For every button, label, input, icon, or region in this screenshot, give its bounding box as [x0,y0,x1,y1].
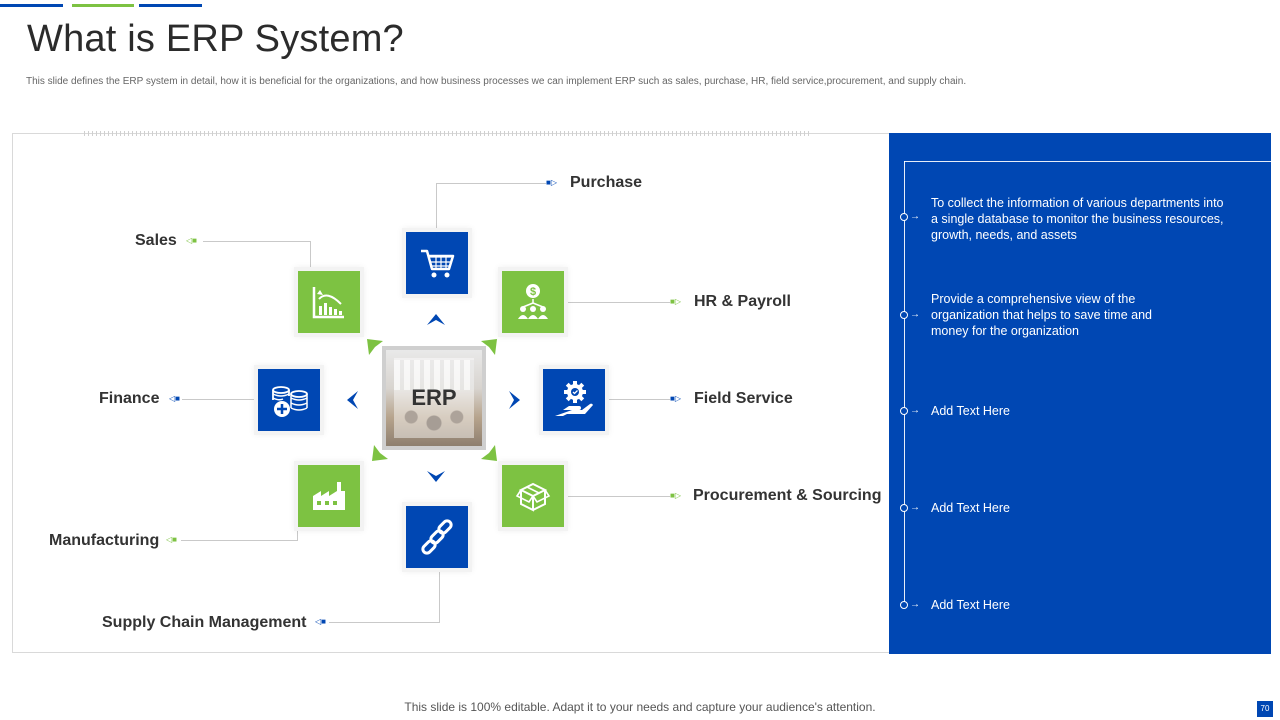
page-subtitle: This slide defines the ERP system in det… [26,76,967,87]
footer-note: This slide is 100% editable. Adapt it to… [404,700,876,714]
marker-hr: ■▷ [670,297,681,306]
label-manufacturing: Manufacturing [49,532,160,549]
timeline-arrow-icon: → [910,502,920,513]
timeline-arrow-icon: → [910,405,920,416]
marker-finance: ◁■ [169,394,180,403]
connector-supply-h [329,622,439,623]
timeline-dot [900,311,908,319]
chevron-down-icon [427,471,445,482]
tile-procurement[interactable] [502,465,564,527]
tile-hr-payroll[interactable]: $ [502,271,564,333]
panel-item-3[interactable]: Add Text Here [931,404,1010,418]
panel-timeline [904,161,905,606]
connector-field-h [609,399,670,400]
payroll-people-icon: $ [518,284,548,319]
page-number: 70 [1257,701,1273,717]
gear-hand-icon [555,381,593,416]
frame-hatch-divider [84,131,812,136]
sales-chart-icon [312,287,344,319]
panel-item-1: To collect the information of various de… [931,196,1224,242]
page-title: What is ERP System? [27,18,404,60]
chevron-left-icon [347,391,358,409]
timeline-dot [900,601,908,609]
accent-bar-blue-2 [139,4,202,7]
tile-field-service[interactable] [543,369,605,431]
label-hr-payroll: HR & Payroll [694,293,791,310]
panel-item-4[interactable]: Add Text Here [931,501,1010,515]
marker-supply: ◁■ [315,617,326,626]
label-sales: Sales [135,232,177,249]
panel-item-2: Provide a comprehensive view of the orga… [931,292,1152,338]
tile-finance[interactable] [258,369,320,431]
accent-bar-blue-1 [0,4,63,7]
chevron-right-icon [509,391,520,409]
marker-field: ■▷ [670,394,681,403]
label-supply-chain: Supply Chain Management [102,614,307,631]
timeline-arrow-icon: → [910,309,920,320]
connector-manufacturing-v [297,527,298,541]
box-icon [515,482,551,512]
label-field-service: Field Service [694,390,793,407]
corner-arrow-top-left-icon [367,339,383,355]
timeline-dot [900,407,908,415]
marker-procurement: ■▷ [670,491,681,500]
erp-center-label: ERP [411,385,457,410]
connector-manufacturing-h [181,540,298,541]
label-purchase: Purchase [570,174,643,191]
coins-icon [272,386,308,417]
label-finance: Finance [99,390,160,407]
connector-hr-h [568,302,670,303]
info-panel [889,133,1271,654]
marker-purchase: ■▷ [546,178,557,187]
timeline-dot [900,213,908,221]
chevron-up-icon [427,314,445,325]
connector-supply-v [439,570,440,623]
connector-procurement-h [568,496,670,497]
erp-center-image: ERP [386,350,482,446]
timeline-arrow-icon: → [910,211,920,222]
chain-link-icon [421,519,453,555]
tile-sales[interactable] [298,271,360,333]
connector-finance-h [182,399,254,400]
marker-manufacturing: ◁■ [166,535,177,544]
connector-sales-v [310,241,311,268]
connector-sales-h [203,241,311,242]
shopping-cart-icon [421,249,455,278]
connector-purchase-v [436,183,437,228]
connector-purchase-h [436,183,546,184]
tile-purchase[interactable] [406,232,468,294]
corner-arrow-top-right-icon [481,339,497,355]
timeline-arrow-icon: → [910,599,920,610]
corner-arrow-bottom-right-icon [481,445,497,461]
panel-top-line [904,161,1271,162]
tile-supply-chain[interactable] [406,506,468,568]
factory-icon [313,482,345,510]
svg-text:$: $ [530,286,536,298]
label-procurement: Procurement & Sourcing [693,487,882,504]
tile-manufacturing[interactable] [298,465,360,527]
accent-bar-green [72,4,134,7]
marker-sales: ◁■ [186,236,197,245]
panel-item-5[interactable]: Add Text Here [931,598,1010,612]
timeline-dot [900,504,908,512]
corner-arrow-bottom-left-icon [372,445,388,461]
